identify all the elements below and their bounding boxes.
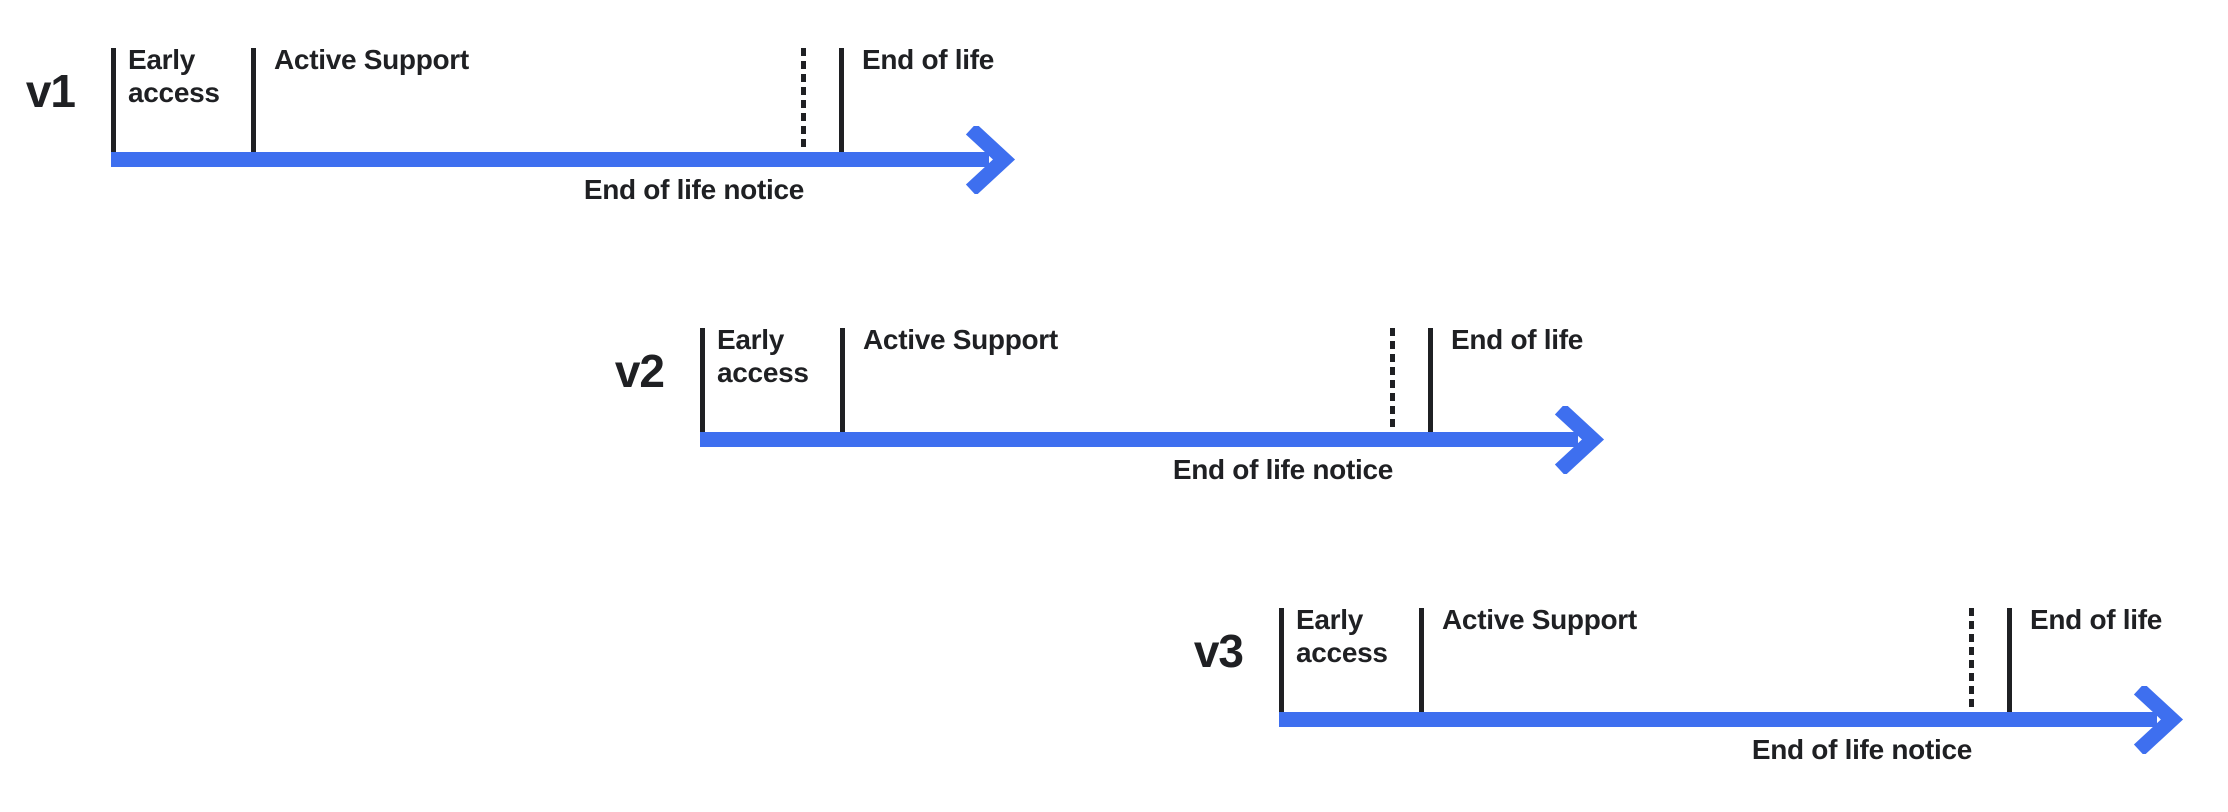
arrow-head [965, 126, 1016, 194]
arrow-head [2133, 686, 2184, 754]
end-of-life-tick [839, 48, 844, 152]
end-of-life-notice-dashed-line [1390, 328, 1395, 428]
timeline-arrow [111, 126, 1016, 194]
early-access-label: Early access [1296, 604, 1388, 668]
timeline-arrow [700, 406, 1605, 474]
end-of-life-notice-label: End of life notice [1751, 734, 1972, 765]
version-label: v2 [614, 345, 665, 397]
version-label: v1 [25, 65, 76, 117]
end-of-life-label: End of life [1451, 324, 1584, 355]
active-support-label: Active Support [274, 44, 469, 75]
active-support-label: Active Support [863, 324, 1058, 355]
active-support-start-tick [1419, 608, 1424, 712]
early-access-label: Early access [717, 324, 809, 388]
end-of-life-label: End of life [862, 44, 995, 75]
timeline-arrow [1279, 686, 2184, 754]
early-access-start-tick [111, 48, 116, 152]
end-of-life-notice-label: End of life notice [1172, 454, 1393, 485]
early-access-start-tick [700, 328, 705, 432]
version-label: v3 [1193, 625, 1244, 677]
timeline-v3: v3 Early access Active Support End of li… [1187, 600, 2207, 785]
active-support-start-tick [840, 328, 845, 432]
early-access-start-tick [1279, 608, 1284, 712]
early-access-label: Early access [128, 44, 220, 108]
arrow-head [1554, 406, 1605, 474]
end-of-life-tick [2007, 608, 2012, 712]
end-of-life-notice-dashed-line [1969, 608, 1974, 708]
timeline-v1: v1 Early access Active Support End of li… [19, 40, 1039, 225]
end-of-life-tick [1428, 328, 1433, 432]
arrow-shaft [700, 432, 1578, 447]
end-of-life-notice-dashed-line [801, 48, 806, 148]
active-support-start-tick [251, 48, 256, 152]
arrow-shaft [1279, 712, 2157, 727]
arrow-shaft [111, 152, 989, 167]
end-of-life-notice-label: End of life notice [583, 174, 804, 205]
active-support-label: Active Support [1442, 604, 1637, 635]
end-of-life-label: End of life [2030, 604, 2163, 635]
timeline-v2: v2 Early access Active Support End of li… [608, 320, 1628, 505]
